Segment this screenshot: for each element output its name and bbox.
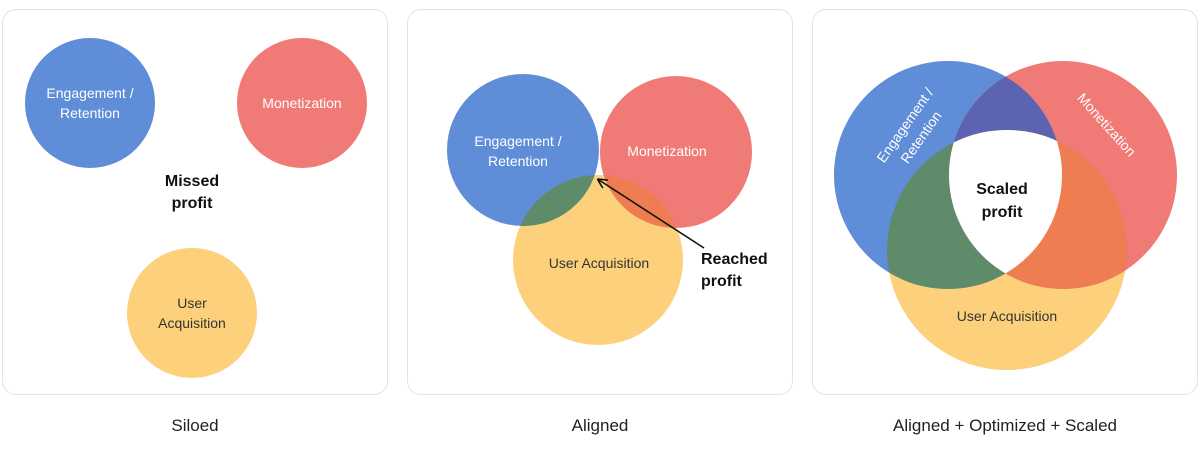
engagement-circle	[25, 38, 155, 168]
siloed-caption: Siloed	[171, 416, 219, 435]
scaled-diagram: Engagement / Retention Monetization User…	[834, 61, 1177, 370]
engagement-acquisition-overlap	[513, 175, 599, 226]
siloed-panel: Engagement / Retention Monetization User…	[2, 9, 388, 395]
monetization-circle	[237, 38, 367, 168]
aligned-caption: Aligned	[571, 416, 629, 435]
acquisition-label: User Acquisition	[549, 255, 649, 271]
reached-profit-arrow	[599, 180, 705, 249]
monetization-label: Monetization	[262, 95, 341, 111]
missed-profit-line1: Missed	[165, 173, 219, 190]
missed-profit-line2: profit	[172, 195, 214, 212]
scaled-panel: Engagement / Retention Monetization User…	[812, 9, 1198, 395]
engagement-label-line2: Retention	[488, 153, 548, 169]
reached-profit-line2: profit	[701, 273, 743, 290]
scaled-profit-line2: profit	[982, 204, 1024, 221]
aligned-panel: Engagement / Retention Monetization User…	[407, 9, 793, 395]
scaled-profit-center	[949, 130, 1062, 289]
acquisition-circle	[127, 248, 257, 378]
engagement-label-line1: Engagement /	[474, 133, 561, 149]
reached-profit-line1: Reached	[701, 251, 768, 268]
engagement-label-line1: Engagement /	[46, 85, 133, 101]
scaled-caption: Aligned + Optimized + Scaled	[893, 416, 1117, 435]
monetization-acquisition-overlap	[600, 175, 683, 228]
scaled-profit-line1: Scaled	[976, 181, 1028, 198]
monetization-label: Monetization	[627, 143, 706, 159]
siloed-diagram: Engagement / Retention Monetization User…	[25, 38, 367, 378]
acquisition-label: User Acquisition	[957, 308, 1057, 324]
aligned-diagram: Engagement / Retention Monetization User…	[447, 74, 768, 345]
acquisition-label-line1: User	[177, 295, 207, 311]
engagement-label-line2: Retention	[60, 105, 120, 121]
acquisition-label-line2: Acquisition	[158, 315, 226, 331]
